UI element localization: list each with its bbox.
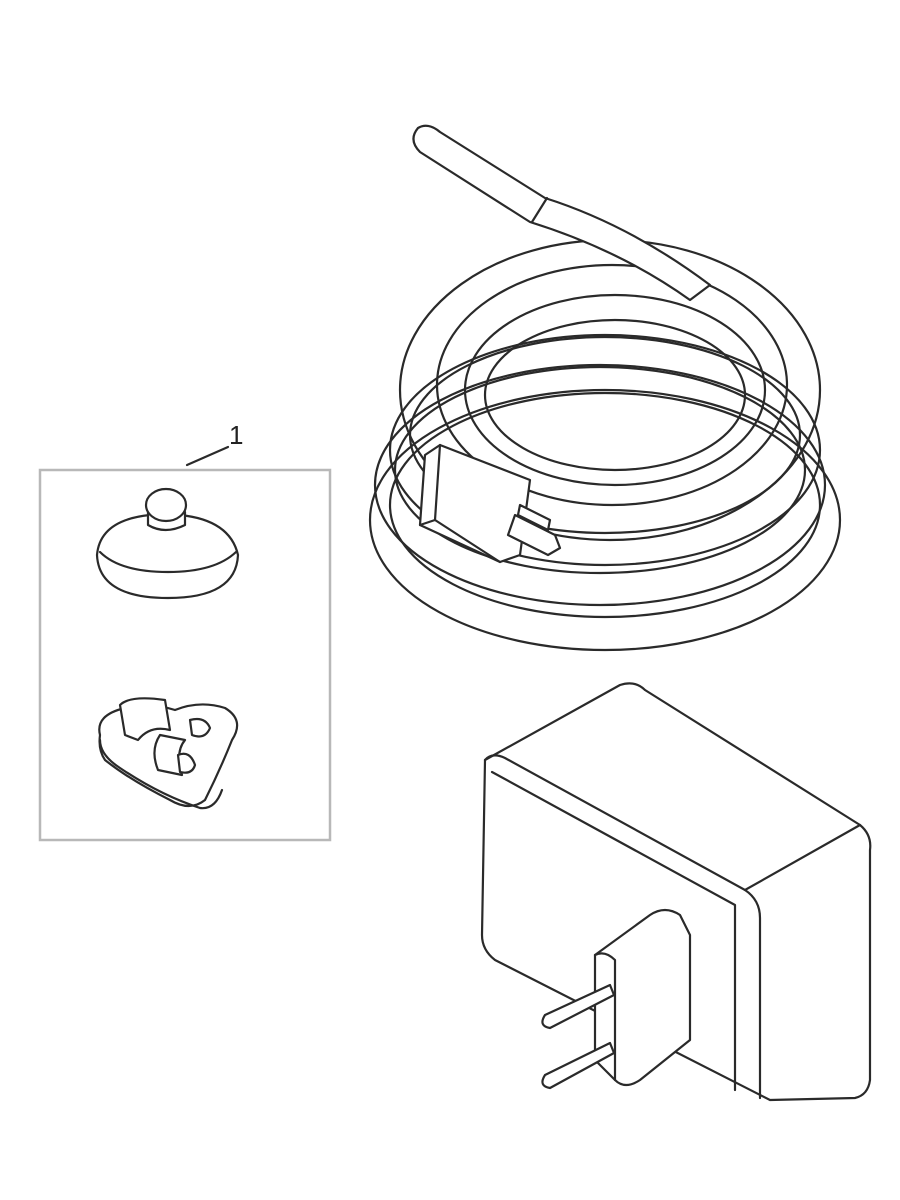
callout-leader-line [185,445,230,467]
suction-cup [95,487,240,600]
mounting-kit [38,445,332,842]
sensor-cable-coil [368,124,842,652]
temperature-probe [412,124,712,302]
power-adapter [480,682,872,1102]
cable-clip [98,697,239,810]
callout-number-1: 1 [229,420,244,450]
cable-connector-plug [418,443,562,564]
kit-frame [38,468,332,842]
eu-plug [541,908,692,1090]
